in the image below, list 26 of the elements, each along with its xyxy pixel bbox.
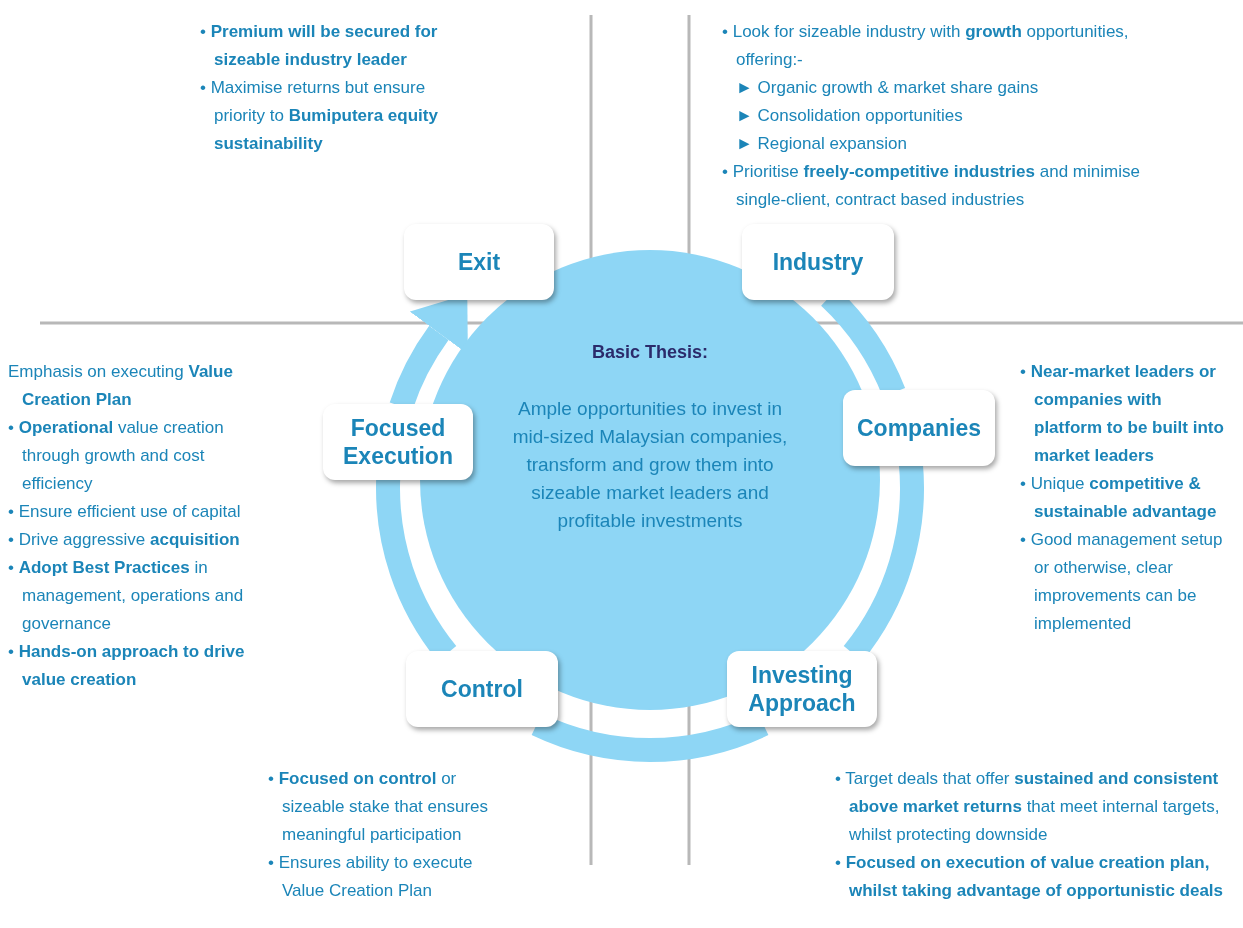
stage-box: Exit — [404, 224, 554, 300]
bullet-text: ► Regional expansion — [736, 133, 908, 155]
bullet-text: ► Consolidation opportunities — [736, 105, 964, 127]
bullet-text: • Ensures ability to execute Value Creation Plan — [268, 852, 474, 902]
bullet-text: • Look for sizeable industry with growth opportunities, offering:- — [722, 21, 1130, 71]
bullet-text: • Prioritise freely-competitive industries and minimise single-client, contract based industries — [722, 161, 1141, 211]
bullet-text: • Ensure efficient use of capital — [8, 501, 242, 523]
bullet-text: • Focused on execution of value creation plan, whilst taking advantage of opportunistic deals — [835, 852, 1225, 902]
bullet-text: • Good management setup or otherwise, clear improvements can be implemented — [1020, 529, 1224, 635]
stage-box: Industry — [742, 224, 894, 300]
bullet-text: • Target deals that offer sustained and consistent above market returns that meet internal targets, whilst protecting downside — [835, 768, 1221, 846]
bullet-text: • Premium will be secured for sizeable industry leader — [200, 21, 439, 71]
thesis-text: Ample opportunities to invest in mid-sized Malaysian companies, transform and grow them into sizeable market leaders and profitable investments — [511, 397, 789, 533]
stage-box: Focused Execution — [323, 404, 473, 480]
heading-text: Basic Thesis: — [590, 342, 710, 363]
bullet-text: • Unique competitive & sustainable advantage — [1020, 473, 1218, 523]
bullet-text: ► Organic growth & market share gains — [736, 77, 1040, 99]
bullet-text: • Focused on control or sizeable stake that ensures meaningful participation — [268, 768, 489, 846]
bullet-text: • Operational value creation through growth and cost efficiency — [8, 417, 225, 495]
bullet-text: • Maximise returns but ensure priority to Bumiputera equity sustainability — [200, 77, 439, 155]
bullet-text: • Adopt Best Practices in management, operations and governance — [8, 557, 245, 635]
bullet-text: • Drive aggressive acquisition — [8, 529, 241, 551]
stage-box: Control — [406, 651, 558, 727]
stage-box: Companies — [843, 390, 995, 466]
bullet-text: • Hands-on approach to drive value creation — [8, 641, 246, 691]
stage-box: Investing Approach — [727, 651, 877, 727]
